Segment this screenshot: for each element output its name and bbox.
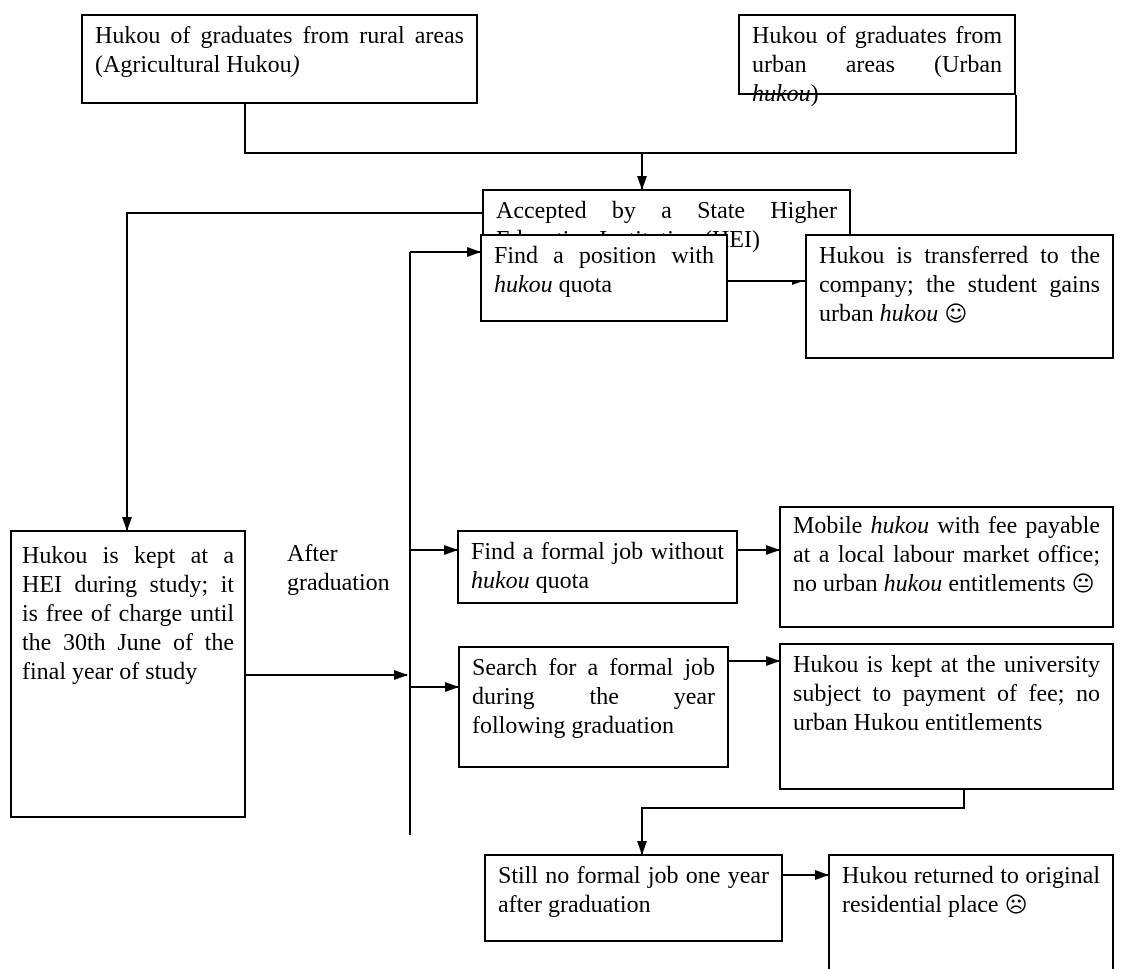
- neutral-face-icon: 😐: [1071, 572, 1095, 597]
- node-mobile-hukou: Mobile hukou with fee payable at a local…: [779, 506, 1114, 628]
- node-rural-graduates: Hukou of graduates from rural areas (Agr…: [81, 14, 478, 104]
- smile-icon: ☺: [944, 302, 968, 327]
- node-find-position: Find a position with hukou quota: [480, 234, 728, 322]
- arrow-hei-to-kept: [122, 212, 482, 531]
- connector-urban-merge: [642, 95, 1017, 154]
- node-still-no-job: Still no formal job one year after gradu…: [484, 854, 783, 942]
- node-urban-graduates: Hukou of graduates from urban areas (Urb…: [738, 14, 1016, 107]
- node-hukou-kept-hei: Hukou is kept at a HEI during study; it …: [10, 530, 246, 818]
- connector-rural-merge: [244, 104, 642, 154]
- node-formal-job-no-quota: Find a formal job without hukou quota: [457, 530, 738, 604]
- node-hukou-returned: Hukou returned to original residential p…: [828, 854, 1114, 969]
- arrow-university-to-still: [637, 790, 965, 855]
- node-hukou-transferred: Hukou is transferred to the company; the…: [805, 234, 1114, 359]
- frown-face-icon: ☹: [1004, 893, 1028, 918]
- node-search-formal-job: Search for a formal job during the year …: [458, 646, 729, 768]
- label-after-graduation: After graduation: [287, 541, 390, 596]
- node-hukou-kept-university: Hukou is kept at the university subject …: [779, 643, 1114, 790]
